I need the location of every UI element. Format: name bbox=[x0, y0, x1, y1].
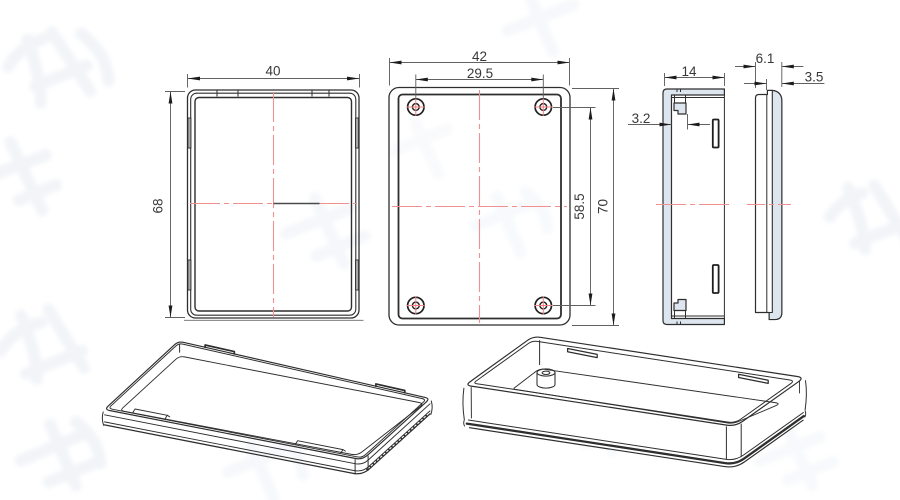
svg-text:40: 40 bbox=[265, 64, 280, 79]
svg-text:6.1: 6.1 bbox=[756, 51, 775, 66]
svg-text:3.5: 3.5 bbox=[805, 70, 824, 85]
svg-text:29.5: 29.5 bbox=[467, 66, 493, 81]
svg-text:14: 14 bbox=[681, 64, 697, 79]
svg-text:42: 42 bbox=[472, 49, 487, 64]
svg-text:68: 68 bbox=[151, 198, 166, 213]
svg-text:58.5: 58.5 bbox=[572, 193, 587, 219]
svg-text:3.2: 3.2 bbox=[632, 111, 651, 126]
svg-text:70: 70 bbox=[596, 199, 611, 214]
